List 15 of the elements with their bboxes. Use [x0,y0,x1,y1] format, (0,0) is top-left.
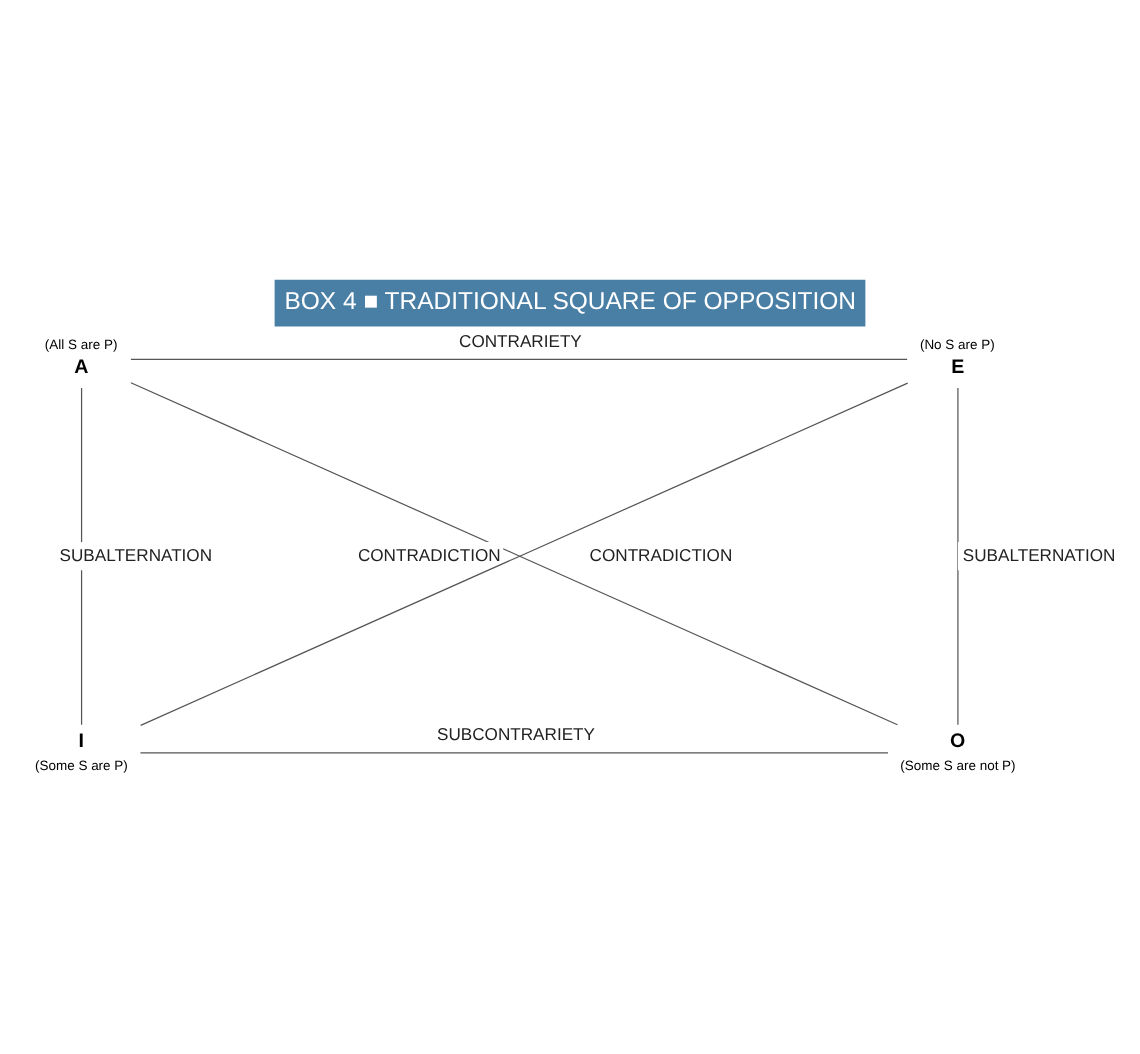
edge-label: SUBALTERNATION [962,544,1116,565]
node-text: E [951,355,965,378]
node-text: O [949,729,966,752]
connector [139,751,889,753]
node-text: A [74,355,89,378]
connector [80,386,83,725]
node-text: I [78,729,84,752]
edge-label: CONTRADICTION [589,544,733,565]
edge-label: SUBALTERNATION [59,544,213,565]
connector [130,357,908,360]
edge-label: CONTRARIETY [459,329,582,350]
diagram-title: BOX 4 ■ TRADITIONAL SQUARE OF OPPOSITION [284,286,857,315]
connector [957,386,959,725]
edge-label: SUBCONTRARIETY [437,723,595,744]
edge-label: CONTRADICTION [357,544,501,565]
